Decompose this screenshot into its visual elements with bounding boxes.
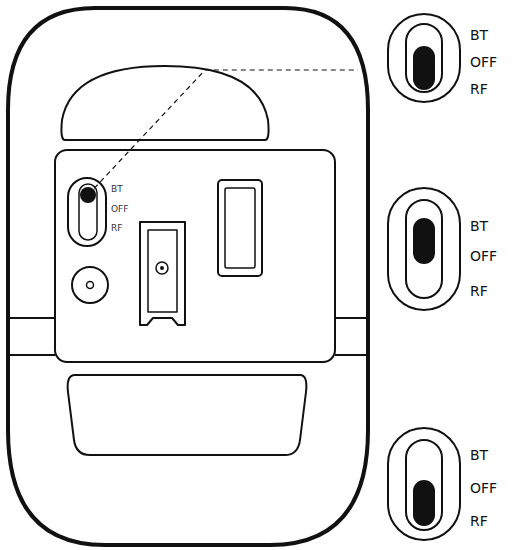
switch-position-small: OFF xyxy=(111,205,128,214)
switch-slot xyxy=(406,200,442,298)
base-panel xyxy=(55,150,335,362)
switch-position-label: OFF xyxy=(470,55,497,69)
round-button-dot xyxy=(87,282,94,289)
battery-slot-inner xyxy=(225,188,255,268)
switch-position-label: RF xyxy=(470,284,488,298)
switch-knob xyxy=(413,46,435,90)
top-pad xyxy=(61,66,268,140)
sensor-lens xyxy=(156,262,168,274)
battery-slot xyxy=(218,180,262,276)
switch-position-label: BT xyxy=(470,28,488,42)
switch-housing xyxy=(388,14,460,102)
switch-housing xyxy=(388,428,460,540)
switch-slot xyxy=(79,184,97,240)
switch-knob xyxy=(413,218,435,264)
switch-slot xyxy=(406,24,442,92)
switch-position-small: RF xyxy=(111,224,122,233)
switch-position-small: BT xyxy=(111,185,123,194)
switch-position-label: BT xyxy=(470,448,488,462)
switch-position-label: RF xyxy=(470,514,488,528)
sensor-inner xyxy=(148,230,177,312)
switch-housing xyxy=(388,188,460,310)
sensor-window xyxy=(140,222,185,325)
round-button xyxy=(72,267,108,303)
mouse-body xyxy=(8,8,368,545)
sensor-lens-dot xyxy=(160,266,164,270)
side-band xyxy=(8,318,368,355)
switch-position-label: OFF xyxy=(470,481,497,495)
switch-position-label: BT xyxy=(470,219,488,233)
switch-housing xyxy=(68,178,106,246)
leader-line xyxy=(88,70,358,195)
bottom-pad xyxy=(68,375,307,455)
switch-position-label: OFF xyxy=(470,249,497,263)
switch-slot xyxy=(406,440,442,530)
switch-position-label: RF xyxy=(470,82,488,96)
switch-knob xyxy=(413,480,435,526)
